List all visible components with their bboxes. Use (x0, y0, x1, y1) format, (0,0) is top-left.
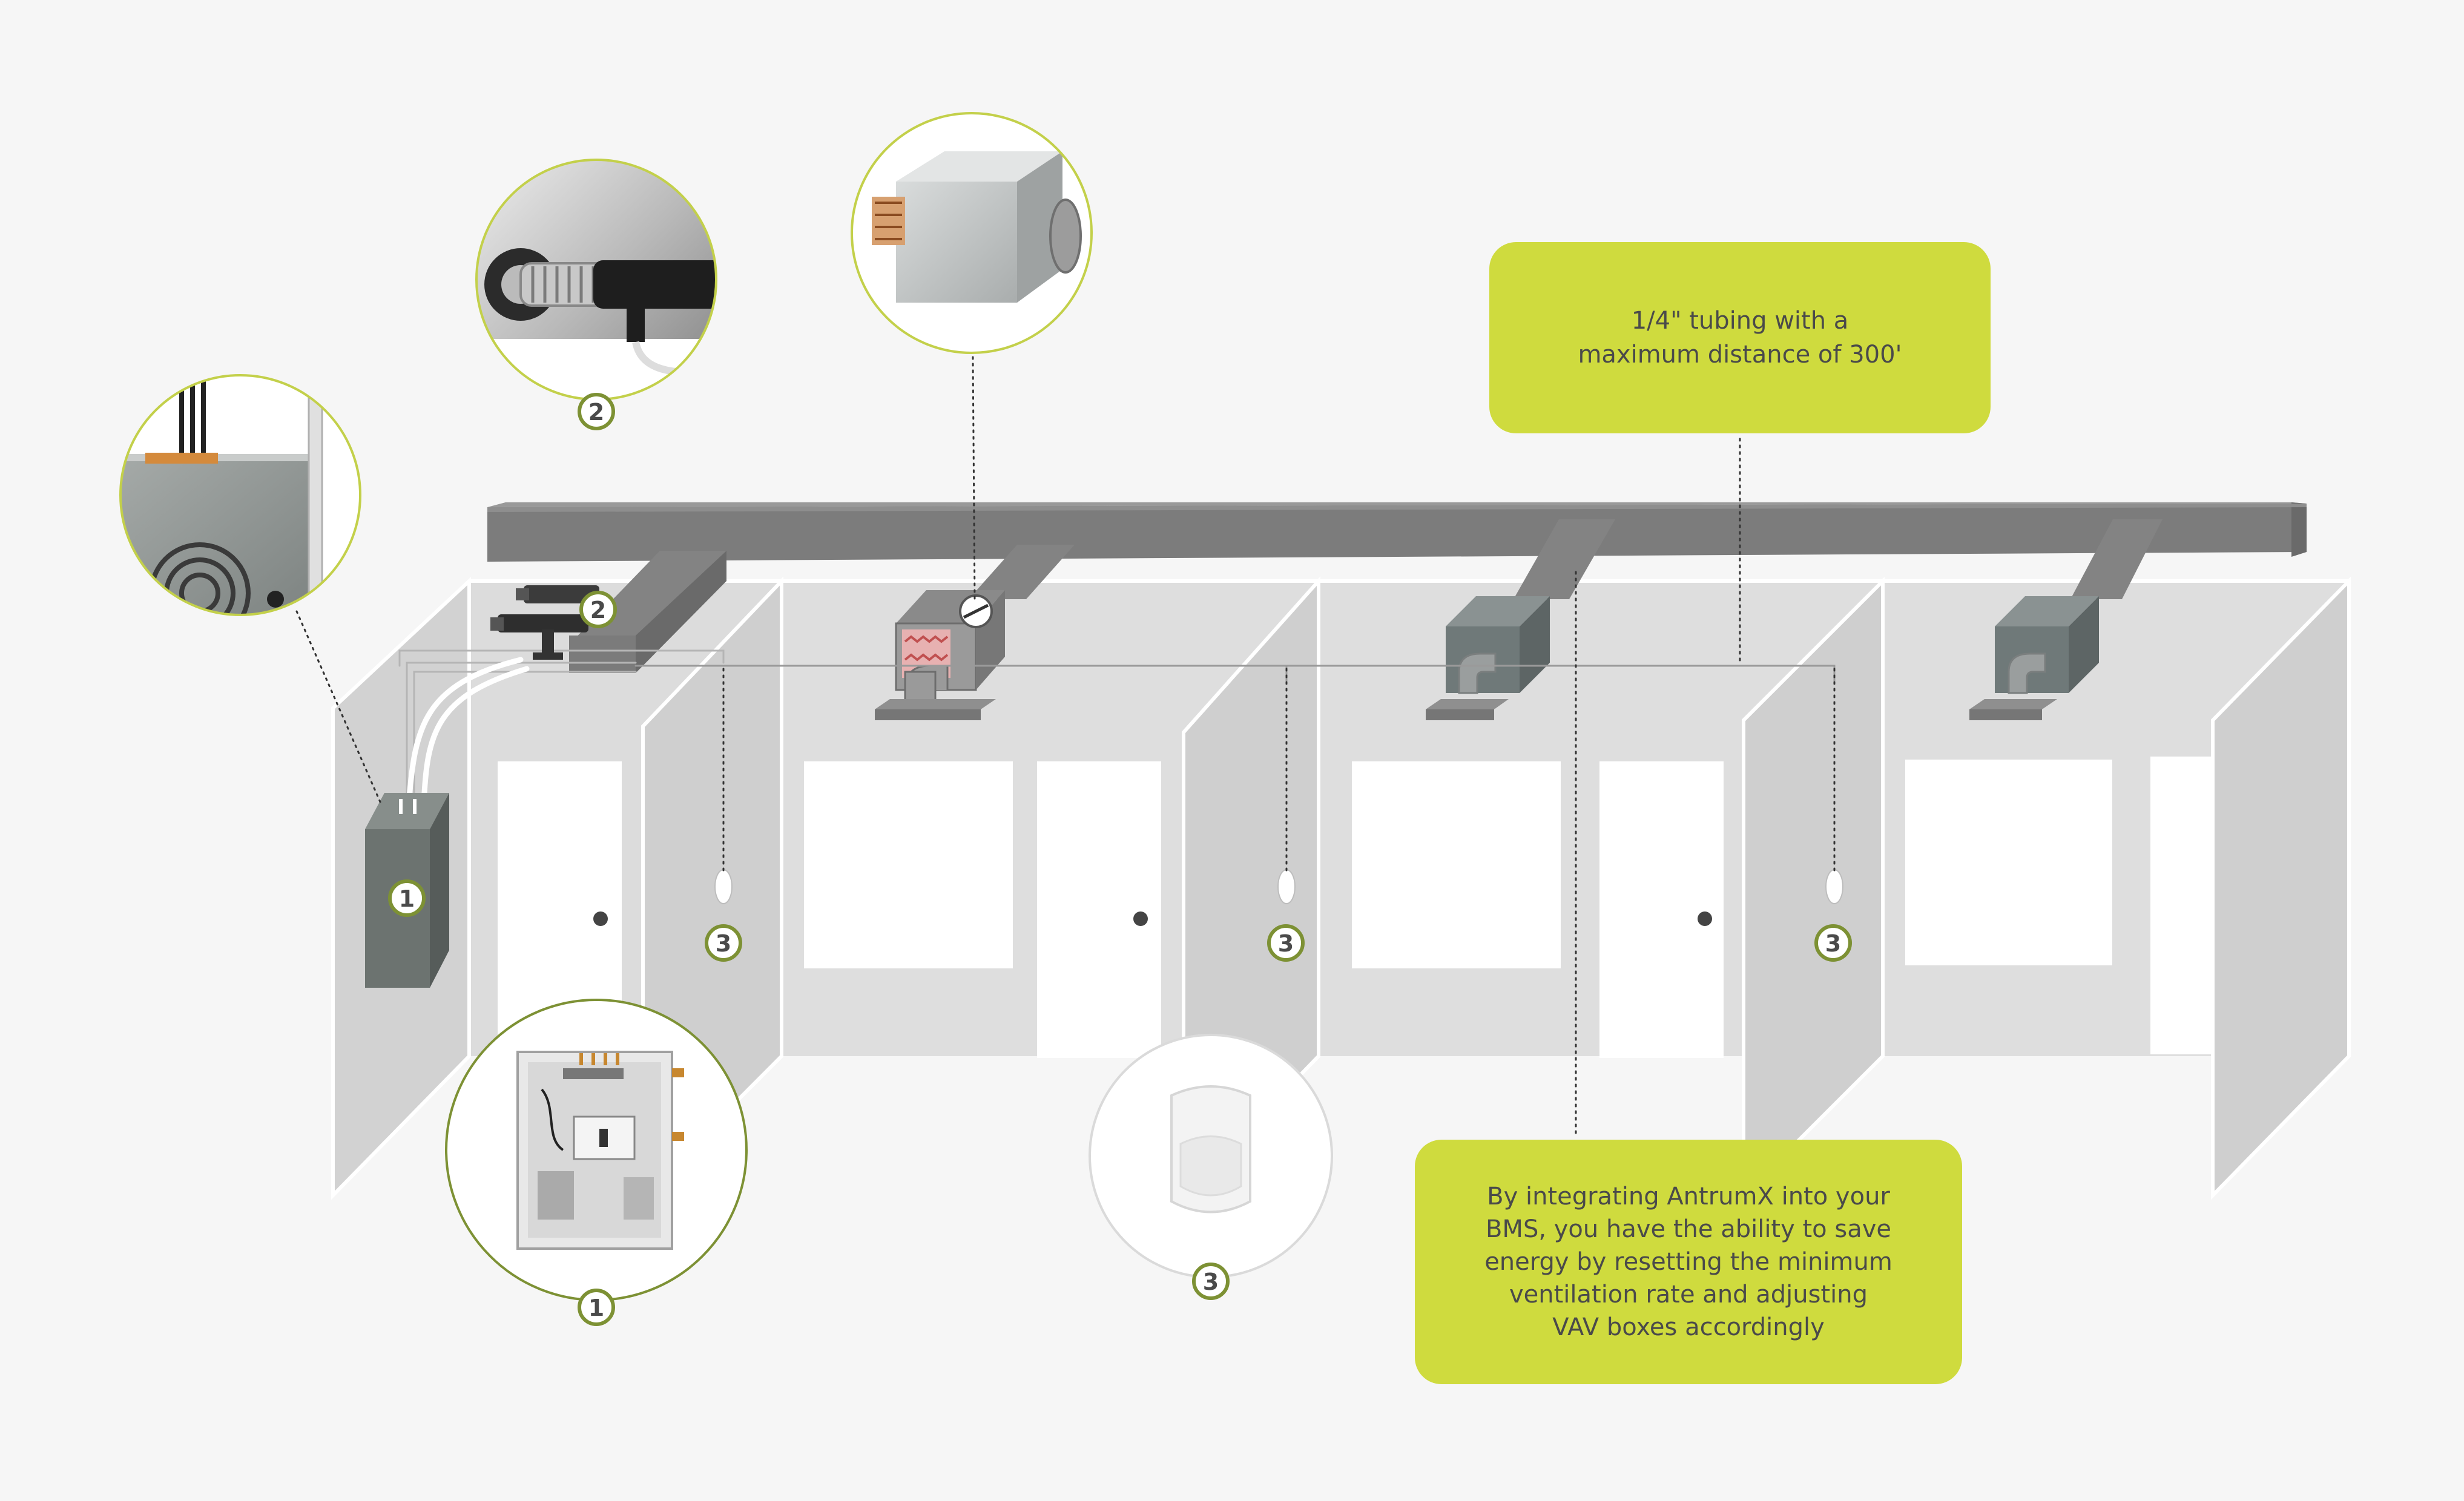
callout-tubing: 1/4" tubing with a maximum distance of 3… (1489, 242, 1991, 433)
callout-bms-line-1: By integrating AntrumX into your (1487, 1183, 1890, 1210)
badge-2-probe-label: 2 (590, 597, 606, 623)
windows (804, 757, 2211, 1054)
detail-probe-closeup (475, 159, 717, 401)
badge-3-room-1: 3 (705, 924, 742, 962)
callout-tubing-line-1: 1/4" tubing with a (1631, 307, 1849, 335)
badge-2-detail: 2 (578, 393, 615, 430)
badge-3-room-2-label: 3 (1278, 930, 1294, 957)
vav-box-icon (851, 112, 1093, 354)
badge-1-detail-label: 1 (588, 1295, 604, 1321)
badge-2-detail-label: 2 (588, 399, 604, 425)
callout-bms-line-3: energy by resetting the minimum (1484, 1248, 1892, 1276)
badge-3-room-2: 3 (1267, 924, 1305, 962)
badge-2-probe: 2 (579, 591, 617, 628)
sampling-tubing (398, 649, 1836, 812)
occupancy-sensors (714, 869, 1843, 904)
badge-3-room-3: 3 (1814, 924, 1852, 962)
number-badges: 2 2 1 1 3 3 3 3 (388, 393, 1852, 1326)
callout-bms-line-2: BMS, you have the ability to save (1485, 1215, 1892, 1243)
badge-1-enclosure-label: 1 (399, 885, 415, 912)
vav-box-room-4 (1969, 596, 2099, 720)
badge-1-detail: 1 (578, 1289, 615, 1326)
badge-3-detail: 3 (1192, 1263, 1230, 1300)
badge-1-enclosure: 1 (388, 879, 426, 917)
vav-box-room-3 (1426, 596, 1550, 720)
enclosure-detail-icon (119, 374, 361, 616)
badge-3-detail-label: 3 (1203, 1269, 1219, 1295)
motion-sensor-icon (1089, 1034, 1333, 1278)
sensor-probe-icon (490, 585, 599, 660)
callout-bms-line-5: VAV boxes accordingly (1552, 1313, 1825, 1341)
control-panel-icon (445, 999, 748, 1301)
callout-bms: By integrating AntrumX into your BMS, yo… (1415, 1140, 1962, 1384)
badge-3-room-1-label: 3 (716, 930, 731, 957)
leader-lines (295, 356, 1836, 1136)
vav-box-room-2 (875, 590, 1005, 720)
badge-3-room-3-label: 3 (1825, 930, 1841, 957)
callout-tubing-line-2: maximum distance of 300' (1578, 341, 1902, 369)
callout-bms-line-4: ventilation rate and adjusting (1509, 1281, 1868, 1309)
